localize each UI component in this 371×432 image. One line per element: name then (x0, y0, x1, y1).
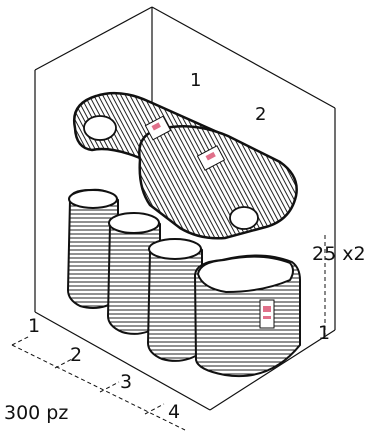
stack-count-label: 25 x2 (312, 243, 366, 265)
container-box (34, 6, 336, 411)
base-label-3: 3 (120, 371, 133, 393)
base-label-2: 2 (70, 344, 83, 366)
product-sticker-top-1 (144, 115, 172, 141)
product-sticker-bottom (259, 299, 275, 329)
product-sticker-top-2 (196, 145, 226, 171)
total-quantity-label: 300 pz (4, 402, 69, 424)
height-count-label: 1 (318, 322, 331, 344)
bottom-layer (66, 188, 301, 378)
vertical-stack-back-right (106, 212, 161, 335)
top-row-label-1: 1 (190, 70, 202, 91)
top-row-label-2: 2 (255, 104, 267, 125)
base-label-4: 4 (168, 401, 181, 423)
base-label-1: 1 (28, 315, 41, 337)
vertical-stack-front-left (146, 238, 203, 362)
dimension-guides (11, 235, 326, 431)
top-layer (72, 91, 298, 240)
vertical-stack-front-right (193, 254, 301, 378)
horizontal-stack-row-2 (138, 124, 298, 240)
